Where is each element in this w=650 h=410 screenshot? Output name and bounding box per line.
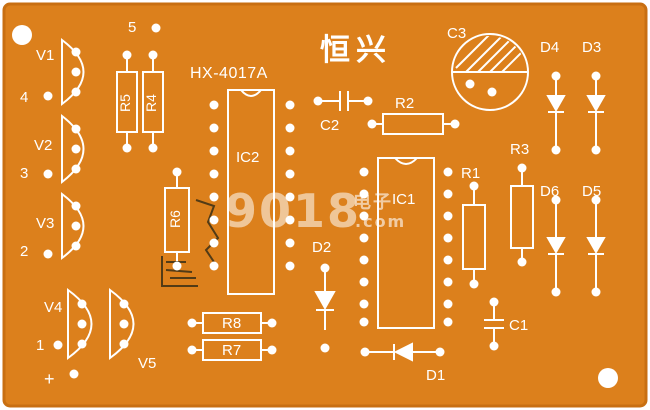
label-r4: R4: [142, 94, 159, 112]
transistor-outline-v3: [61, 192, 85, 260]
label-v2: V2: [34, 137, 53, 154]
label-plus: +: [44, 369, 55, 389]
diode-symbol-d6: [546, 237, 566, 255]
label-d3: D3: [582, 39, 602, 56]
label-c3: C3: [447, 25, 467, 42]
label-r3: R3: [510, 141, 530, 158]
label-r6: R6: [166, 210, 183, 228]
label-r2: R2: [395, 95, 415, 112]
board-title: HX-4017A: [190, 65, 268, 82]
ic-outline-ic2: [227, 89, 275, 295]
transistor-outline-v5: [109, 288, 135, 360]
diode-symbol-d5: [586, 237, 606, 255]
label-v5: V5: [138, 355, 157, 372]
label-d2: D2: [312, 239, 332, 256]
label-c1: C1: [509, 317, 529, 334]
label-n4: 4: [20, 89, 29, 106]
label-n3: 3: [20, 165, 29, 182]
label-r5: R5: [116, 94, 133, 112]
label-ic2: IC2: [236, 149, 260, 166]
brand-title-cjk: 恒兴: [320, 33, 392, 68]
label-n2: 2: [20, 243, 29, 260]
label-r1: R1: [461, 165, 481, 182]
label-v3: V3: [36, 215, 55, 232]
pcb-substrate: [4, 4, 646, 406]
diode-symbol-d1: [393, 342, 413, 362]
label-r7: R7: [222, 342, 242, 359]
solder-pads: [43, 23, 601, 379]
diode-symbol-d4: [546, 95, 566, 113]
label-ic1: IC1: [392, 191, 416, 208]
ic-outline-ic1: [377, 157, 435, 329]
label-n5: 5: [128, 19, 137, 36]
label-c2: C2: [320, 117, 340, 134]
label-d1: D1: [426, 367, 446, 384]
label-v4: V4: [44, 299, 63, 316]
label-d4: D4: [540, 39, 560, 56]
label-n1: 1: [36, 337, 45, 354]
transistor-outline-v2: [61, 113, 85, 185]
diode-symbol-d3: [586, 95, 606, 113]
label-v1: V1: [36, 47, 55, 64]
transistor-outline-v4: [67, 288, 93, 360]
diode-symbol-d2: [314, 291, 336, 311]
mounting-hole: [12, 25, 32, 45]
label-r8: R8: [222, 315, 242, 332]
transistor-outline-v1: [61, 38, 85, 106]
label-d5: D5: [582, 183, 602, 200]
mounting-hole: [598, 368, 618, 388]
label-d6: D6: [540, 183, 560, 200]
